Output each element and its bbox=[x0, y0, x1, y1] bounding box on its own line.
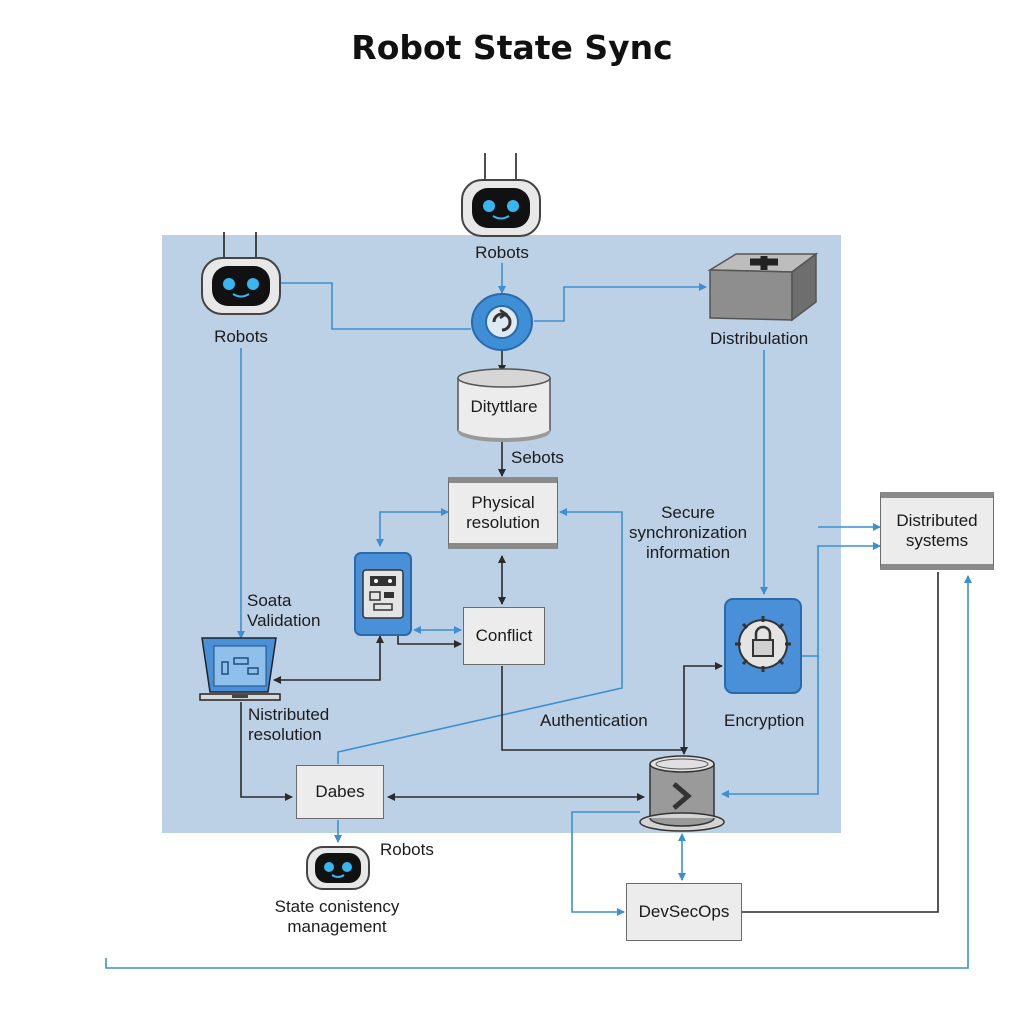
devsecops-box: DevSecOps bbox=[626, 883, 742, 941]
robot-head-icon bbox=[306, 846, 370, 890]
robot-head-icon bbox=[461, 179, 541, 237]
soata-validation-label: Soata Validation bbox=[247, 591, 320, 631]
conflict-label: Conflict bbox=[475, 626, 533, 645]
nistributed-line2: resolution bbox=[248, 725, 322, 744]
encryption-label: Encryption bbox=[724, 711, 805, 730]
laptop-icon bbox=[199, 637, 281, 701]
soata-line1: Soata bbox=[247, 591, 292, 610]
nistributed-line1: Nistributed bbox=[248, 705, 330, 724]
nistributed-resolution-label: Nistributed resolution bbox=[248, 705, 329, 745]
distributed-line1: Distributed bbox=[896, 511, 978, 530]
sync-icon bbox=[471, 293, 533, 351]
box-cross-icon bbox=[707, 252, 819, 322]
distribution-label: Distribulation bbox=[710, 329, 809, 348]
robot-head-icon bbox=[201, 257, 281, 315]
physical-resolution-line1: Physical bbox=[471, 493, 535, 512]
secure-line2: synchronization bbox=[628, 523, 748, 542]
secure-line3: information bbox=[645, 543, 731, 562]
robots-left-label: Robots bbox=[214, 327, 268, 346]
distributed-systems-box: Distributed systems bbox=[880, 492, 994, 570]
conflict-box: Conflict bbox=[463, 607, 545, 665]
database-cylinder-icon bbox=[457, 368, 551, 442]
gear-lock-icon bbox=[724, 598, 802, 694]
dabes-label: Dabes bbox=[315, 782, 365, 801]
diagram-title: Robot State Sync bbox=[351, 28, 673, 67]
physical-resolution-line2: resolution bbox=[466, 513, 540, 532]
state-line2: management bbox=[287, 917, 387, 936]
dabes-box: Dabes bbox=[296, 765, 384, 819]
secure-line1: Secure bbox=[661, 503, 715, 522]
robots-top-label: Robots bbox=[475, 243, 529, 262]
soata-line2: Validation bbox=[247, 611, 321, 630]
physical-resolution-box: Physical resolution bbox=[448, 477, 558, 549]
distributed-line2: systems bbox=[905, 531, 969, 550]
device-icon bbox=[354, 552, 412, 636]
robots-bottom-label: Robots bbox=[380, 840, 434, 859]
devsecops-label: DevSecOps bbox=[638, 902, 730, 921]
secure-sync-label: Secure synchronization information bbox=[620, 503, 756, 563]
authentication-label: Authentication bbox=[540, 711, 648, 730]
state-line1: State conistency bbox=[274, 897, 400, 916]
datastore-label: Dityttlare bbox=[470, 397, 538, 416]
server-chevron-icon bbox=[639, 755, 725, 832]
state-consistency-label: State conistency management bbox=[262, 897, 412, 937]
sebots-label: Sebots bbox=[511, 448, 564, 467]
